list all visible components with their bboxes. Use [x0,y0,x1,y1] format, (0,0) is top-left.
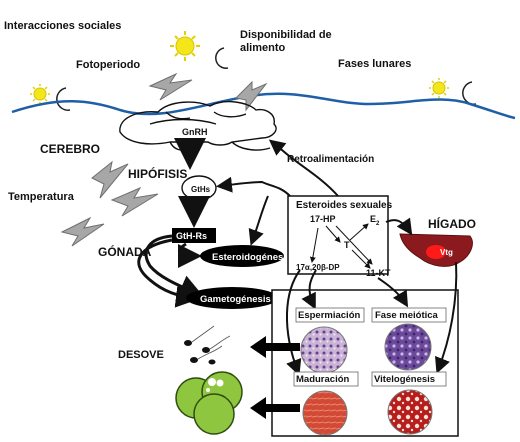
espermiacion-tag [295,307,365,323]
moon-icon [215,47,229,69]
lightning-icon [110,186,159,217]
label-esteroides: Esteroides sexuales [296,200,393,211]
vitelogenesis-tag [371,371,447,387]
arrow-maduracion [285,269,302,376]
label-esteroidogenesis: Esteroidogénesis [212,252,291,263]
gonad-arrow [137,238,200,308]
label-dp: 17α,20β-DP [296,263,340,272]
water-surface-line [11,92,516,120]
label-temperatura: Temperatura [8,191,75,203]
arrow-vitelogenesis [435,261,458,374]
egg-release-arrow [250,397,300,419]
fase-meiotica-tag [371,307,447,323]
label-fotoperiodo: Fotoperiodo [76,59,140,71]
meiotica-tissue [384,323,432,371]
brain-illustration [119,100,277,151]
sperm-icon [184,325,231,365]
label-17hp: 17-HP [310,214,336,224]
label-11kt: 11-KT [366,268,391,278]
label-fase-meiotica: Fase meiótica [375,310,439,321]
label-gametogenesis: Gametogénesis [200,294,271,305]
maduracion-tissue [302,390,348,436]
moon-icon [56,87,71,111]
sun-icon [170,31,200,61]
sun-icon [30,84,50,104]
lightning-icon [91,160,129,199]
label-higado: HÍGADO [428,216,476,231]
lightning-icon [148,72,193,101]
gametogenesis-pill [186,287,278,309]
label-t: T [344,240,350,250]
feedback-arrow-pituitary [216,176,291,197]
e2-liver-arrow [385,217,413,236]
sperm-release-arrow [250,336,300,358]
moon-icon [462,81,477,105]
label-vtg: Vtg [440,248,453,257]
vitelogenesis-tissue [387,389,433,435]
label-maduracion: Maduración [296,374,350,385]
label-cerebro: CEREBRO [40,142,100,156]
label-e2: E2 [370,214,380,227]
lightning-icon [234,80,268,112]
label-disponibilidad-2: alimento [240,42,286,54]
vtg-spot [426,245,446,259]
arrow-fase-meiotica [377,277,409,308]
lightning-icon [60,216,105,247]
espermiacion-tissue [300,326,348,374]
label-disponibilidad-1: Disponibilidad de [240,29,332,41]
steroids-arrow [248,195,269,246]
label-hipofisis: HIPÓFISIS [128,166,187,181]
sun-icon [429,78,449,98]
label-gonada: GÓNADA [98,244,152,259]
label-retroalimentacion: Retroalimentación [287,154,374,165]
gth-rs-box [172,228,216,243]
eggs-icon [175,371,243,435]
label-interacciones: Interacciones sociales [4,20,121,32]
arrow-espermiacion [301,269,317,310]
label-desove: DESOVE [118,349,164,361]
gonad-arrow [177,242,202,268]
label-fases-lunares: Fases lunares [338,58,411,70]
esteroidogenesis-pill [200,245,284,267]
maduracion-tag [293,371,359,387]
label-vitelogenesis: Vitelogénesis [374,374,435,385]
label-espermiacion: Espermiación [298,310,360,321]
label-gth-rs: GtH-Rs [176,231,207,241]
feedback-arrow-brain [268,139,339,197]
label-gths: GtHs [191,185,211,194]
label-gnrh: GnRH [182,127,208,137]
